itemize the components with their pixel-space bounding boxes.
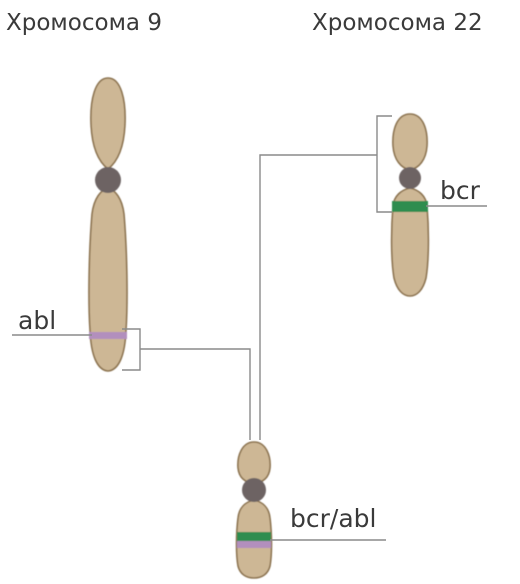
fusion-bcr-band — [237, 532, 271, 541]
chromosome-9-p-arm — [91, 78, 125, 169]
fusion-chromosome — [237, 442, 272, 578]
chromosome-22-p-arm — [393, 114, 427, 170]
chromosome-22 — [392, 114, 429, 296]
abl-translocation-path — [140, 349, 250, 440]
chromosome-9-q-arm — [89, 188, 127, 371]
chromosome-22-centromere — [399, 167, 421, 189]
bcr-translocation-path — [260, 155, 377, 440]
chromosome-22-bracket — [377, 116, 392, 212]
chromosome-9 — [89, 78, 127, 371]
fusion-centromere — [242, 478, 266, 502]
bcr-band — [392, 201, 428, 212]
abl-band — [89, 332, 127, 339]
chromosome-9-centromere — [95, 167, 121, 193]
fusion-abl-band — [237, 541, 271, 548]
fusion-p-arm — [238, 442, 270, 484]
